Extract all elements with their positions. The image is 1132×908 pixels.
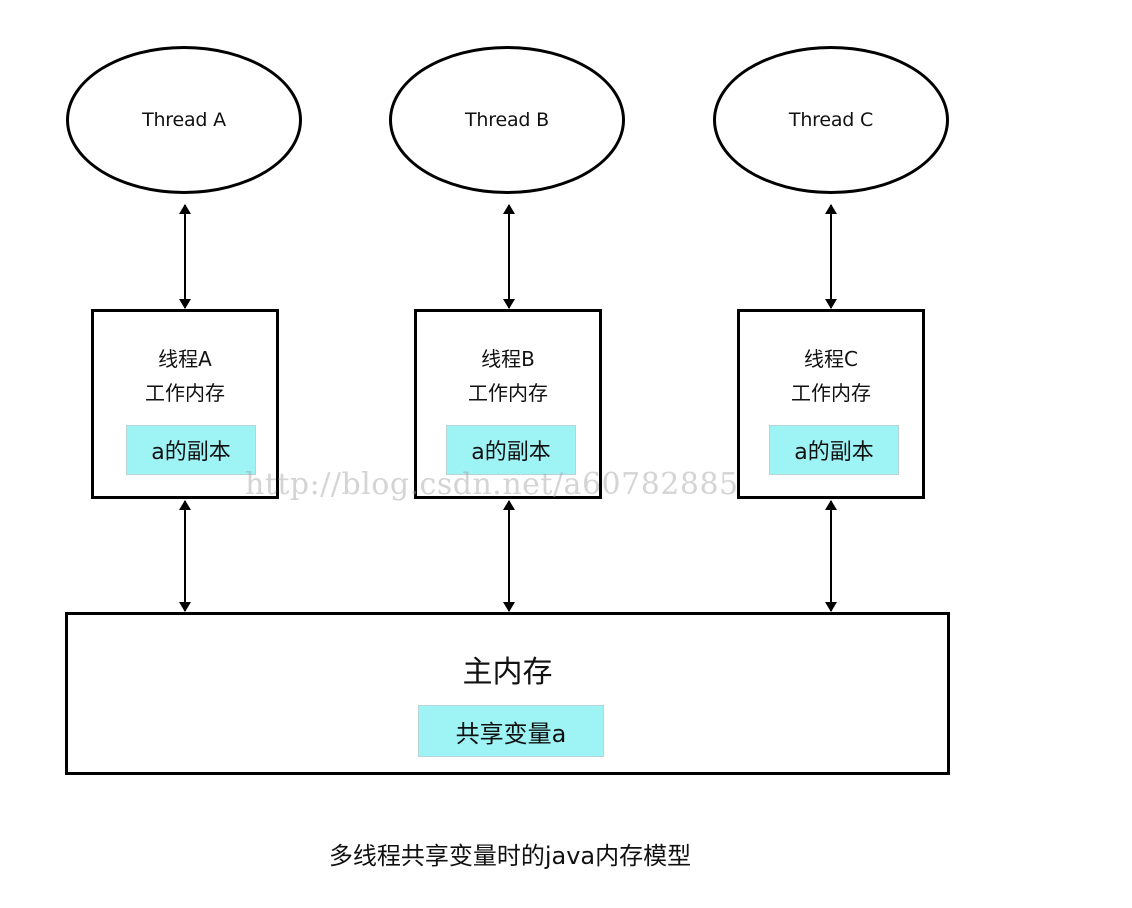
- work-memory-b-copy: a的副本: [446, 425, 576, 475]
- thread-a-node: Thread A: [66, 46, 302, 194]
- work-memory-a-label: 工作内存: [145, 381, 225, 405]
- work-memory-c: 线程C 工作内存 a的副本: [737, 309, 925, 499]
- work-memory-a: 线程A 工作内存 a的副本: [91, 309, 279, 499]
- work-memory-b-label: 工作内存: [468, 381, 548, 405]
- work-memory-c-thread: 线程C: [804, 347, 858, 371]
- thread-c-node: Thread C: [713, 46, 949, 194]
- thread-b-label: Thread B: [465, 109, 549, 131]
- diagram-caption: 多线程共享变量时的java内存模型: [328, 842, 692, 870]
- main-memory: 主内存 共享变量a: [65, 612, 950, 775]
- work-memory-a-thread: 线程A: [158, 347, 212, 371]
- thread-c-label: Thread C: [788, 109, 874, 131]
- watermark-text: http://blog.csdn.net/a60782885: [245, 467, 739, 502]
- thread-b-node: Thread B: [389, 46, 625, 194]
- work-memory-c-copy: a的副本: [769, 425, 899, 475]
- work-memory-c-label: 工作内存: [791, 381, 871, 405]
- work-memory-b-thread: 线程B: [481, 347, 535, 371]
- thread-a-label: Thread A: [142, 109, 226, 131]
- work-memory-b: 线程B 工作内存 a的副本: [414, 309, 602, 499]
- main-memory-title: 主内存: [462, 655, 553, 690]
- shared-variable-chip: 共享变量a: [418, 705, 604, 757]
- work-memory-a-copy: a的副本: [126, 425, 256, 475]
